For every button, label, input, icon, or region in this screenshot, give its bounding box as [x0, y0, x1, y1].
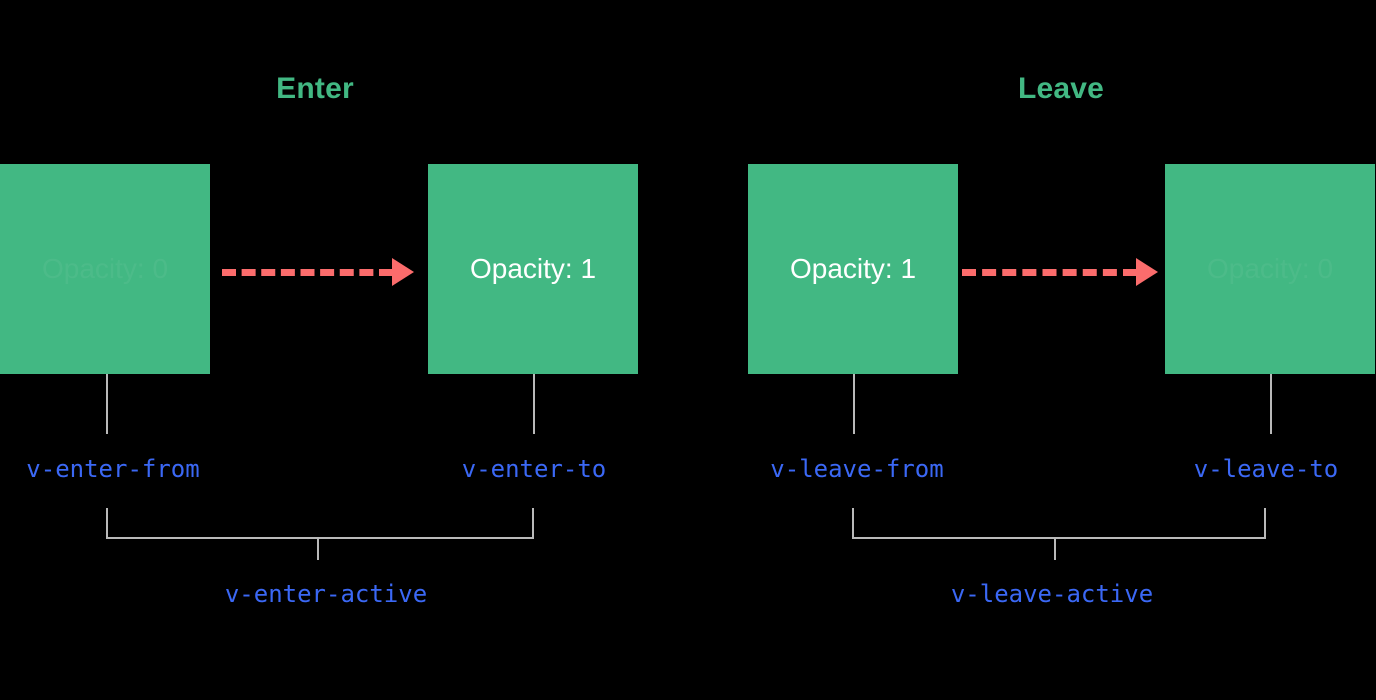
class-label-v-enter-active: v-enter-active [224, 580, 428, 608]
section-title-leave: Leave [1017, 72, 1105, 105]
connector-tick-leave-to [1270, 374, 1272, 434]
transition-arrow-leave [962, 258, 1158, 286]
arrow-dashed-line [222, 268, 393, 276]
state-box-enter-to: Opacity: 1 [428, 164, 638, 374]
bracket-enter-active [106, 508, 534, 539]
arrow-head-icon [392, 258, 414, 286]
state-box-label-leave-from: Opacity: 1 [789, 253, 917, 284]
state-box-label-enter-to: Opacity: 1 [469, 253, 597, 284]
arrow-head-icon [1136, 258, 1158, 286]
bracket-stem-enter-active [317, 538, 319, 560]
arrow-dashed-line [962, 268, 1137, 276]
state-box-leave-from: Opacity: 1 [748, 164, 958, 374]
class-label-v-enter-to: v-enter-to [461, 455, 607, 483]
section-title-enter: Enter [276, 72, 354, 105]
class-label-v-enter-from: v-enter-from [26, 455, 200, 483]
bracket-stem-leave-active [1054, 538, 1056, 560]
state-box-leave-to: Opacity: 0 [1165, 164, 1375, 374]
state-box-label-leave-to: Opacity: 0 [1206, 253, 1334, 284]
connector-tick-enter-to [533, 374, 535, 434]
class-label-v-leave-from: v-leave-from [770, 455, 944, 483]
connector-tick-leave-from [853, 374, 855, 434]
bracket-leave-active [852, 508, 1266, 539]
class-label-v-leave-active: v-leave-active [950, 580, 1154, 608]
state-box-enter-from: Opacity: 0 [0, 164, 210, 374]
connector-tick-enter-from [106, 374, 108, 434]
state-box-label-enter-from: Opacity: 0 [41, 253, 169, 284]
transition-arrow-enter [222, 258, 414, 286]
class-label-v-leave-to: v-leave-to [1193, 455, 1339, 483]
